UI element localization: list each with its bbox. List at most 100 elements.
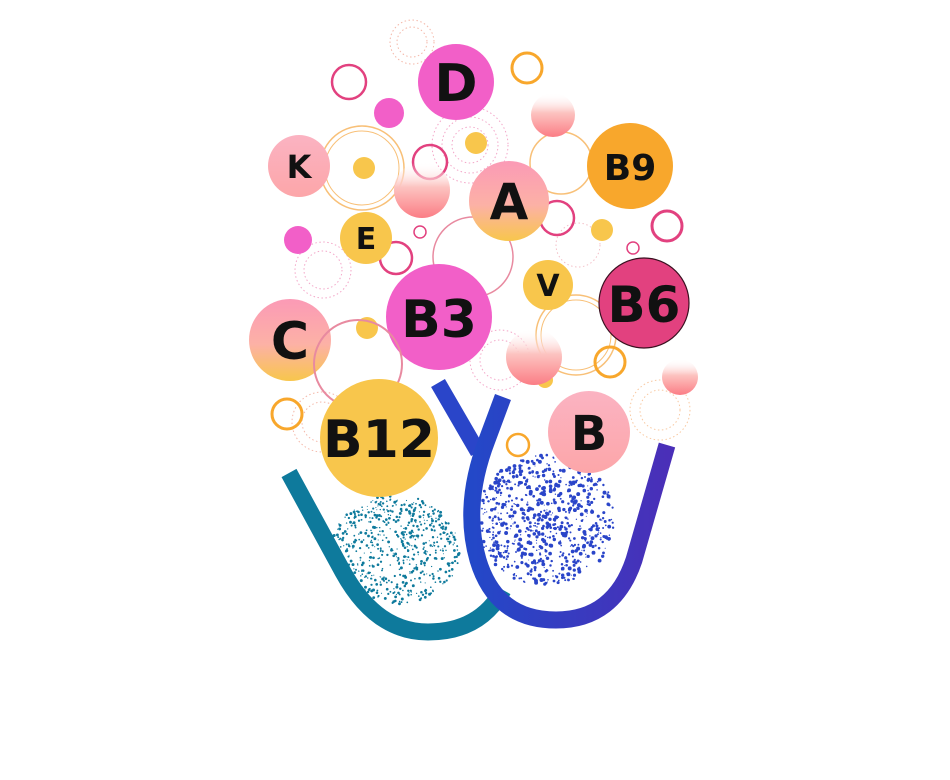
sprinkle: [364, 576, 366, 579]
sprinkle: [379, 560, 383, 563]
sprinkle: [528, 541, 533, 546]
sprinkle: [578, 483, 583, 488]
sprinkle: [571, 476, 575, 479]
sprinkle: [411, 548, 414, 551]
sprinkle: [537, 573, 542, 578]
sprinkle: [452, 534, 454, 536]
sprinkle: [489, 536, 491, 539]
sprinkle: [574, 544, 576, 546]
sprinkle: [433, 508, 436, 511]
vitamin-e: E: [340, 212, 392, 264]
sprinkle: [438, 514, 442, 518]
sprinkle: [602, 526, 605, 530]
sprinkle: [413, 567, 416, 570]
sprinkle: [512, 576, 516, 580]
vitamin-e-label: E: [356, 222, 377, 257]
sprinkle: [534, 455, 537, 457]
dot: [353, 157, 375, 179]
sprinkle: [554, 482, 558, 486]
sprinkle: [395, 585, 399, 589]
sprinkle: [507, 500, 510, 503]
sprinkle: [398, 561, 401, 564]
sprinkle: [492, 485, 494, 488]
sprinkle: [402, 533, 405, 536]
sprinkle: [412, 535, 415, 538]
sprinkle: [381, 553, 384, 556]
sprinkle: [429, 586, 432, 589]
sprinkle: [433, 512, 435, 514]
sprinkle: [587, 473, 591, 476]
sprinkle: [408, 524, 410, 526]
sprinkle: [544, 554, 547, 557]
sprinkle: [511, 470, 516, 475]
sprinkle: [354, 526, 357, 529]
sprinkle: [366, 573, 368, 575]
sprinkle: [544, 479, 546, 481]
sprinkle: [539, 578, 544, 582]
sprinkle: [542, 524, 545, 528]
sprinkle: [541, 559, 545, 564]
sprinkle: [434, 551, 437, 554]
sprinkle: [546, 509, 548, 511]
sprinkle: [360, 563, 364, 567]
sprinkle: [442, 553, 444, 555]
sprinkle: [356, 563, 359, 565]
sprinkle: [398, 516, 401, 519]
sprinkle: [522, 580, 525, 583]
sprinkle: [548, 484, 553, 489]
sprinkle: [572, 495, 576, 500]
sprinkle: [440, 557, 444, 561]
sprinkle: [562, 552, 565, 555]
dot: [284, 226, 312, 254]
sprinkle: [390, 581, 393, 584]
sprinkle: [400, 540, 403, 544]
sprinkle: [502, 570, 505, 572]
sprinkle: [389, 514, 392, 517]
sprinkle: [560, 521, 564, 525]
sprinkle: [586, 503, 589, 506]
sprinkle: [536, 502, 540, 507]
sprinkle: [608, 534, 611, 536]
sprinkle: [447, 522, 450, 525]
sprinkle: [536, 526, 538, 528]
sprinkle: [354, 515, 356, 517]
sprinkle: [402, 536, 405, 539]
sprinkle: [377, 504, 379, 506]
sprinkle: [417, 595, 420, 597]
sprinkle: [392, 549, 394, 552]
sprinkle: [386, 505, 389, 508]
sprinkle: [559, 524, 564, 529]
sprinkle: [379, 508, 381, 511]
sprinkle: [342, 536, 345, 540]
sprinkle: [562, 507, 566, 512]
sprinkle: [451, 561, 454, 565]
sprinkle: [495, 497, 497, 499]
sprinkle: [432, 525, 435, 528]
sprinkle: [552, 470, 555, 473]
sprinkle: [512, 523, 514, 525]
sprinkle: [407, 556, 410, 559]
sprinkle: [556, 581, 560, 585]
sprinkle: [500, 544, 503, 547]
sprinkle: [515, 503, 520, 508]
sprinkle: [594, 522, 598, 525]
sprinkle: [374, 501, 377, 504]
sprinkle: [538, 516, 542, 520]
sprinkle: [389, 590, 392, 593]
sprinkle: [384, 511, 386, 513]
sprinkle: [576, 506, 580, 510]
sprinkle: [526, 508, 530, 513]
sprinkle: [363, 552, 365, 554]
sprinkle: [594, 534, 598, 538]
sprinkle: [519, 507, 524, 512]
sprinkle: [376, 543, 379, 546]
sprinkle: [487, 500, 490, 503]
sprinkle: [382, 520, 385, 523]
sprinkle: [547, 464, 551, 467]
sprinkle: [431, 589, 434, 592]
sprinkle: [430, 506, 433, 508]
sprinkle: [510, 564, 514, 567]
sprinkle: [606, 493, 609, 496]
sprinkle: [394, 530, 397, 534]
sprinkle: [431, 535, 435, 539]
